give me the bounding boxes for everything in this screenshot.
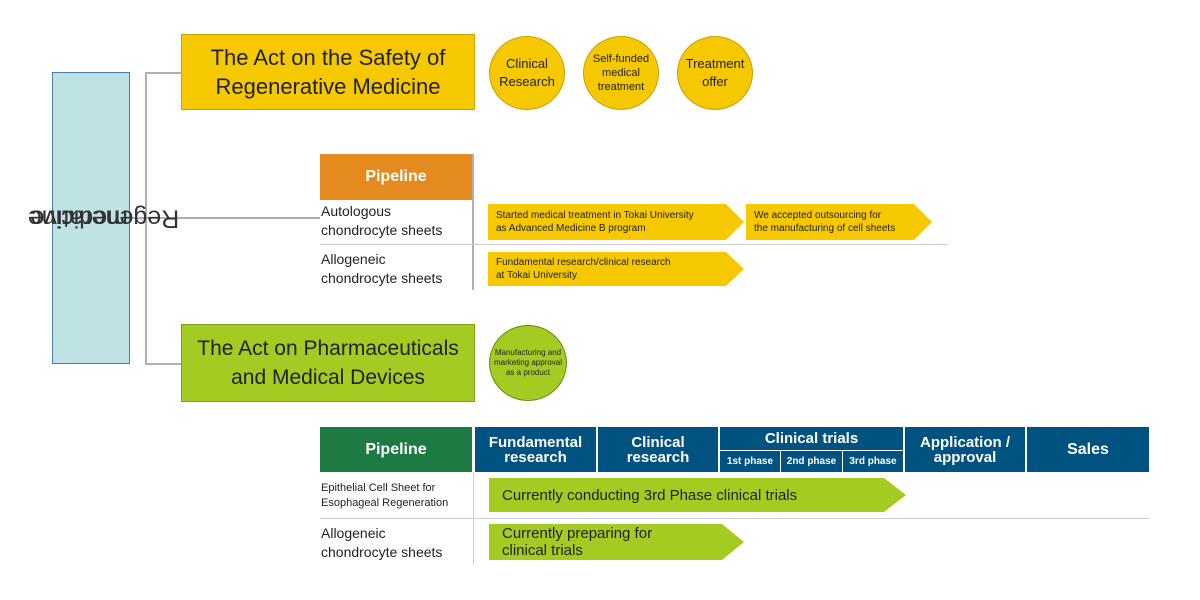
- arrow-text: Currently conducting 3rd Phase clinical …: [502, 486, 798, 504]
- progress-arrow: Fundamental research/clinical research a…: [488, 252, 744, 286]
- progress-arrow: Currently preparing for clinical trials: [489, 524, 744, 560]
- connector-line: [145, 363, 181, 365]
- column-header-text: Clinical: [631, 433, 685, 451]
- arrow-text: Started medical treatment in Tokai Unive…: [496, 210, 694, 221]
- column-header-text: Fundamental: [488, 433, 583, 451]
- circle-text: offer: [702, 74, 728, 89]
- row-label-line: chondrocyte sheets: [321, 222, 443, 238]
- pharma-row-label: Allogeneic chondrocyte sheets: [321, 524, 471, 562]
- safety-pipeline-header: Pipeline: [320, 154, 472, 200]
- circle-text: medical: [602, 67, 640, 79]
- divider: [472, 154, 474, 290]
- circle-text: Research: [499, 74, 555, 89]
- circle-text: as a product: [505, 368, 551, 377]
- column-header-phase-3: 3rd phase: [843, 451, 903, 472]
- arrow-text: Fundamental research/clinical research: [496, 257, 671, 268]
- progress-arrow: We accepted outsourcing for the manufact…: [746, 204, 932, 240]
- safety-act-box: The Act on the Safety of Regenerative Me…: [181, 34, 475, 110]
- root-line2: medicine: [27, 204, 128, 233]
- row-label-line: chondrocyte sheets: [321, 544, 443, 560]
- column-header-fundamental: Fundamental research: [475, 427, 596, 472]
- pharma-row-label: Epithelial Cell Sheet for Esophageal Reg…: [321, 481, 473, 511]
- arrow-text: as Advanced Medicine B program: [496, 223, 646, 234]
- circle-text: treatment: [597, 81, 645, 93]
- circle-text: Self-funded: [592, 53, 650, 65]
- column-header-clinical-research: Clinical research: [598, 427, 718, 472]
- circle-text: Clinical: [506, 56, 548, 71]
- arrow-text: the manufacturing of cell sheets: [754, 223, 896, 234]
- self-funded-treatment-circle: Self-funded medical treatment: [583, 36, 659, 110]
- row-label-line: Epithelial Cell Sheet for: [321, 482, 436, 494]
- phase-divider: [720, 450, 903, 451]
- row-label-line: Allogeneic: [321, 525, 386, 541]
- manufacturing-approval-circle: Manufacturing and marketing approval as …: [489, 325, 567, 401]
- row-label-line: chondrocyte sheets: [321, 270, 443, 286]
- connector-line: [130, 217, 320, 219]
- column-header-sales: Sales: [1027, 427, 1149, 472]
- arrow-text: Currently preparing for: [502, 525, 653, 542]
- column-header-phase-1: 1st phase: [720, 451, 780, 472]
- column-header-phase-2: 2nd phase: [781, 451, 842, 472]
- regenerative-medicine-label: Regenerative medicine: [27, 72, 178, 364]
- pharma-act-line1: The Act on Pharmaceuticals: [197, 337, 459, 360]
- arrow-text: clinical trials: [502, 542, 583, 559]
- progress-arrow: Currently conducting 3rd Phase clinical …: [489, 478, 906, 512]
- regenerative-medicine-box: [52, 72, 130, 364]
- connector-line: [145, 72, 181, 74]
- arrow-text: at Tokai University: [496, 270, 577, 281]
- clinical-research-circle: Clinical Research: [489, 36, 565, 110]
- column-header-text: approval: [933, 448, 997, 466]
- column-header-text: research: [504, 448, 567, 466]
- pharma-pipeline-header: Pipeline: [320, 427, 472, 472]
- row-divider: [320, 518, 1149, 519]
- circle-text: Treatment: [685, 56, 745, 71]
- row-label-line: Esophageal Regeneration: [321, 497, 449, 509]
- row-label-line: Autologous: [321, 203, 392, 219]
- row-divider: [320, 244, 948, 245]
- column-header-text: research: [626, 448, 690, 466]
- safety-row-label: Allogeneic chondrocyte sheets: [321, 250, 471, 288]
- treatment-offer-circle: Treatment offer: [677, 36, 753, 110]
- progress-arrow: Started medical treatment in Tokai Unive…: [488, 204, 744, 240]
- pharma-act-line2: and Medical Devices: [231, 366, 425, 389]
- pharma-act-box: The Act on Pharmaceuticals and Medical D…: [181, 324, 475, 402]
- safety-row-label: Autologous chondrocyte sheets: [321, 202, 471, 240]
- column-header-application: Application / approval: [905, 427, 1025, 472]
- arrow-text: We accepted outsourcing for: [754, 210, 882, 221]
- row-label-line: Allogeneic: [321, 251, 386, 267]
- safety-act-line2: Regenerative Medicine: [215, 74, 441, 99]
- circle-text: Manufacturing and: [494, 348, 562, 357]
- column-header-text: Application /: [920, 433, 1010, 451]
- safety-act-line1: The Act on the Safety of: [210, 45, 446, 70]
- circle-text: marketing approval: [493, 358, 563, 367]
- column-header-clinical-trials: Clinical trials: [720, 427, 903, 450]
